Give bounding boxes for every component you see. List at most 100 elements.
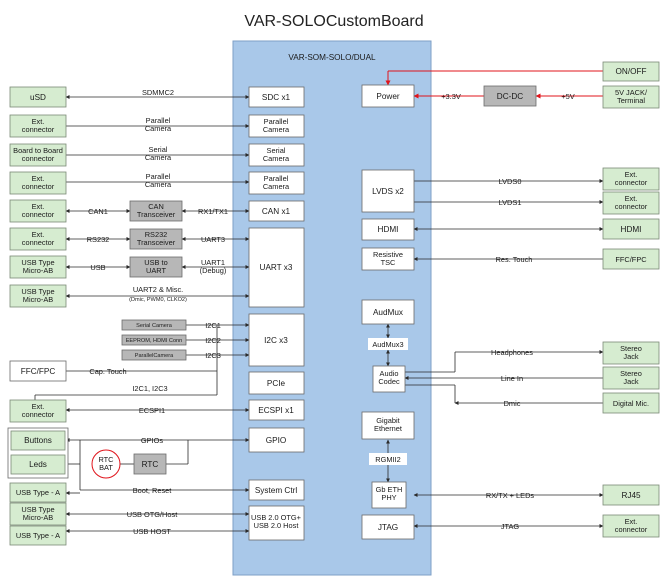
text-line: Codec	[378, 377, 400, 386]
rs232-label: RS232	[87, 235, 110, 244]
hdmi-label: HDMI	[378, 225, 399, 234]
eeprom-small: EEPROM, HDMI Conn	[121, 334, 187, 346]
text-line: Gigabit	[376, 416, 399, 425]
usb-block: USB 2.0 OTG+USB 2.0 Host	[248, 505, 305, 541]
ext-connector-right-label: Ext.connector	[615, 170, 648, 187]
rgmii-label-box: RGMII2	[369, 453, 407, 465]
text-line: USB to	[144, 258, 167, 267]
text-line: USB 2.0 Host	[254, 521, 299, 530]
text-line: Camera	[263, 154, 290, 163]
usb-host-label: USB HOST	[133, 527, 171, 536]
text-line: USB Type	[21, 287, 54, 296]
text-line: Parallel	[264, 174, 289, 183]
text-line: connector	[22, 410, 55, 419]
buttons-leds-group: Buttons Leds	[7, 427, 69, 479]
rtc-label: RTC	[142, 460, 159, 469]
v5-label: +5V	[561, 92, 574, 101]
can-label: CAN x1	[262, 207, 291, 216]
i2c-label: I2C x3	[264, 336, 288, 345]
audmux3-label-box: AudMux3	[368, 338, 408, 350]
lvds0-label: LVDS0	[499, 177, 522, 186]
text-line: TSC	[381, 258, 396, 267]
text-line: Stereo	[620, 369, 642, 378]
hdmi-connector: HDMI	[602, 218, 660, 240]
text-line: CAN	[148, 202, 164, 211]
system-ctrl-label: System Ctrl	[255, 486, 297, 495]
text-line: Terminal	[617, 96, 645, 105]
text-line: Audio	[380, 369, 399, 378]
power-label: Power	[376, 92, 399, 101]
text-line: Board to Board	[13, 146, 63, 155]
ffc-fpc-label: FFC/FPC	[21, 367, 56, 376]
line-in-label: Line In	[501, 374, 523, 383]
text-line: Camera	[145, 180, 172, 189]
text-line: PHY	[381, 493, 396, 502]
text-line: USB 2.0 OTG+	[251, 513, 301, 522]
lvds1-label: LVDS1	[499, 198, 522, 207]
text-line: Camera	[263, 182, 290, 191]
ecspi-label: ECSPI x1	[258, 406, 294, 415]
text-line: USB Type	[21, 505, 54, 514]
ext-connector-1: Ext.connector	[9, 114, 67, 138]
i2c1-label: I2C1	[205, 321, 221, 330]
text-line: Jack	[623, 377, 639, 386]
uart2-misc-label: UART2 & Misc.	[133, 285, 183, 294]
text-line: Ext.	[625, 170, 638, 179]
lvds-block: LVDS x2	[361, 169, 415, 213]
audmux-block: AudMux	[361, 299, 415, 325]
ffc-fpc-connector-right: FFC/FPC	[602, 248, 660, 270]
ext-connector-label: Ext.connector	[22, 402, 55, 419]
text-line: connector	[615, 178, 648, 187]
ffc-fpc-right-label: FFC/FPC	[615, 255, 647, 264]
text-line: RS232	[145, 230, 168, 239]
text-line: Serial	[149, 145, 168, 154]
res-touch-label: Res. Touch	[496, 255, 533, 264]
text-line: Ethernet	[374, 424, 402, 433]
ext-connector-right-label: Ext.connector	[615, 517, 648, 534]
text-line: Ext.	[32, 202, 45, 211]
text-line: connector	[22, 154, 55, 163]
ext-connector-3: Ext.connector	[9, 199, 67, 223]
rj45-label: RJ45	[621, 491, 641, 500]
sdc-label: SDC x1	[262, 93, 291, 102]
text-line: UART	[146, 266, 166, 275]
usb-signal-label: USB	[90, 263, 105, 272]
gpio-block: GPIO	[248, 427, 305, 453]
usb-block-label: USB 2.0 OTG+USB 2.0 Host	[251, 513, 301, 530]
on-off-connector: ON/OFF	[602, 61, 660, 82]
jtag-block: JTAG	[361, 514, 415, 540]
rxtx-leds-label: RX/TX + LEDs	[486, 491, 535, 500]
text-line: Transceiver	[137, 238, 176, 247]
usb-type-a-label: USB Type - A	[16, 488, 60, 497]
text-line: Ext.	[32, 402, 45, 411]
lvds-label: LVDS x2	[372, 187, 404, 196]
power-block: Power	[361, 84, 415, 108]
ffc-fpc-connector-left: FFC/FPC	[9, 360, 67, 382]
text-line: (Debug)	[200, 266, 227, 275]
text-line: connector	[615, 525, 648, 534]
text-line: UART1	[201, 258, 225, 267]
rgmii-label: RGMII2	[375, 455, 400, 464]
usb-type-a-label: USB Type - A	[16, 531, 60, 540]
cap-touch-label: Cap. Touch	[89, 367, 126, 376]
